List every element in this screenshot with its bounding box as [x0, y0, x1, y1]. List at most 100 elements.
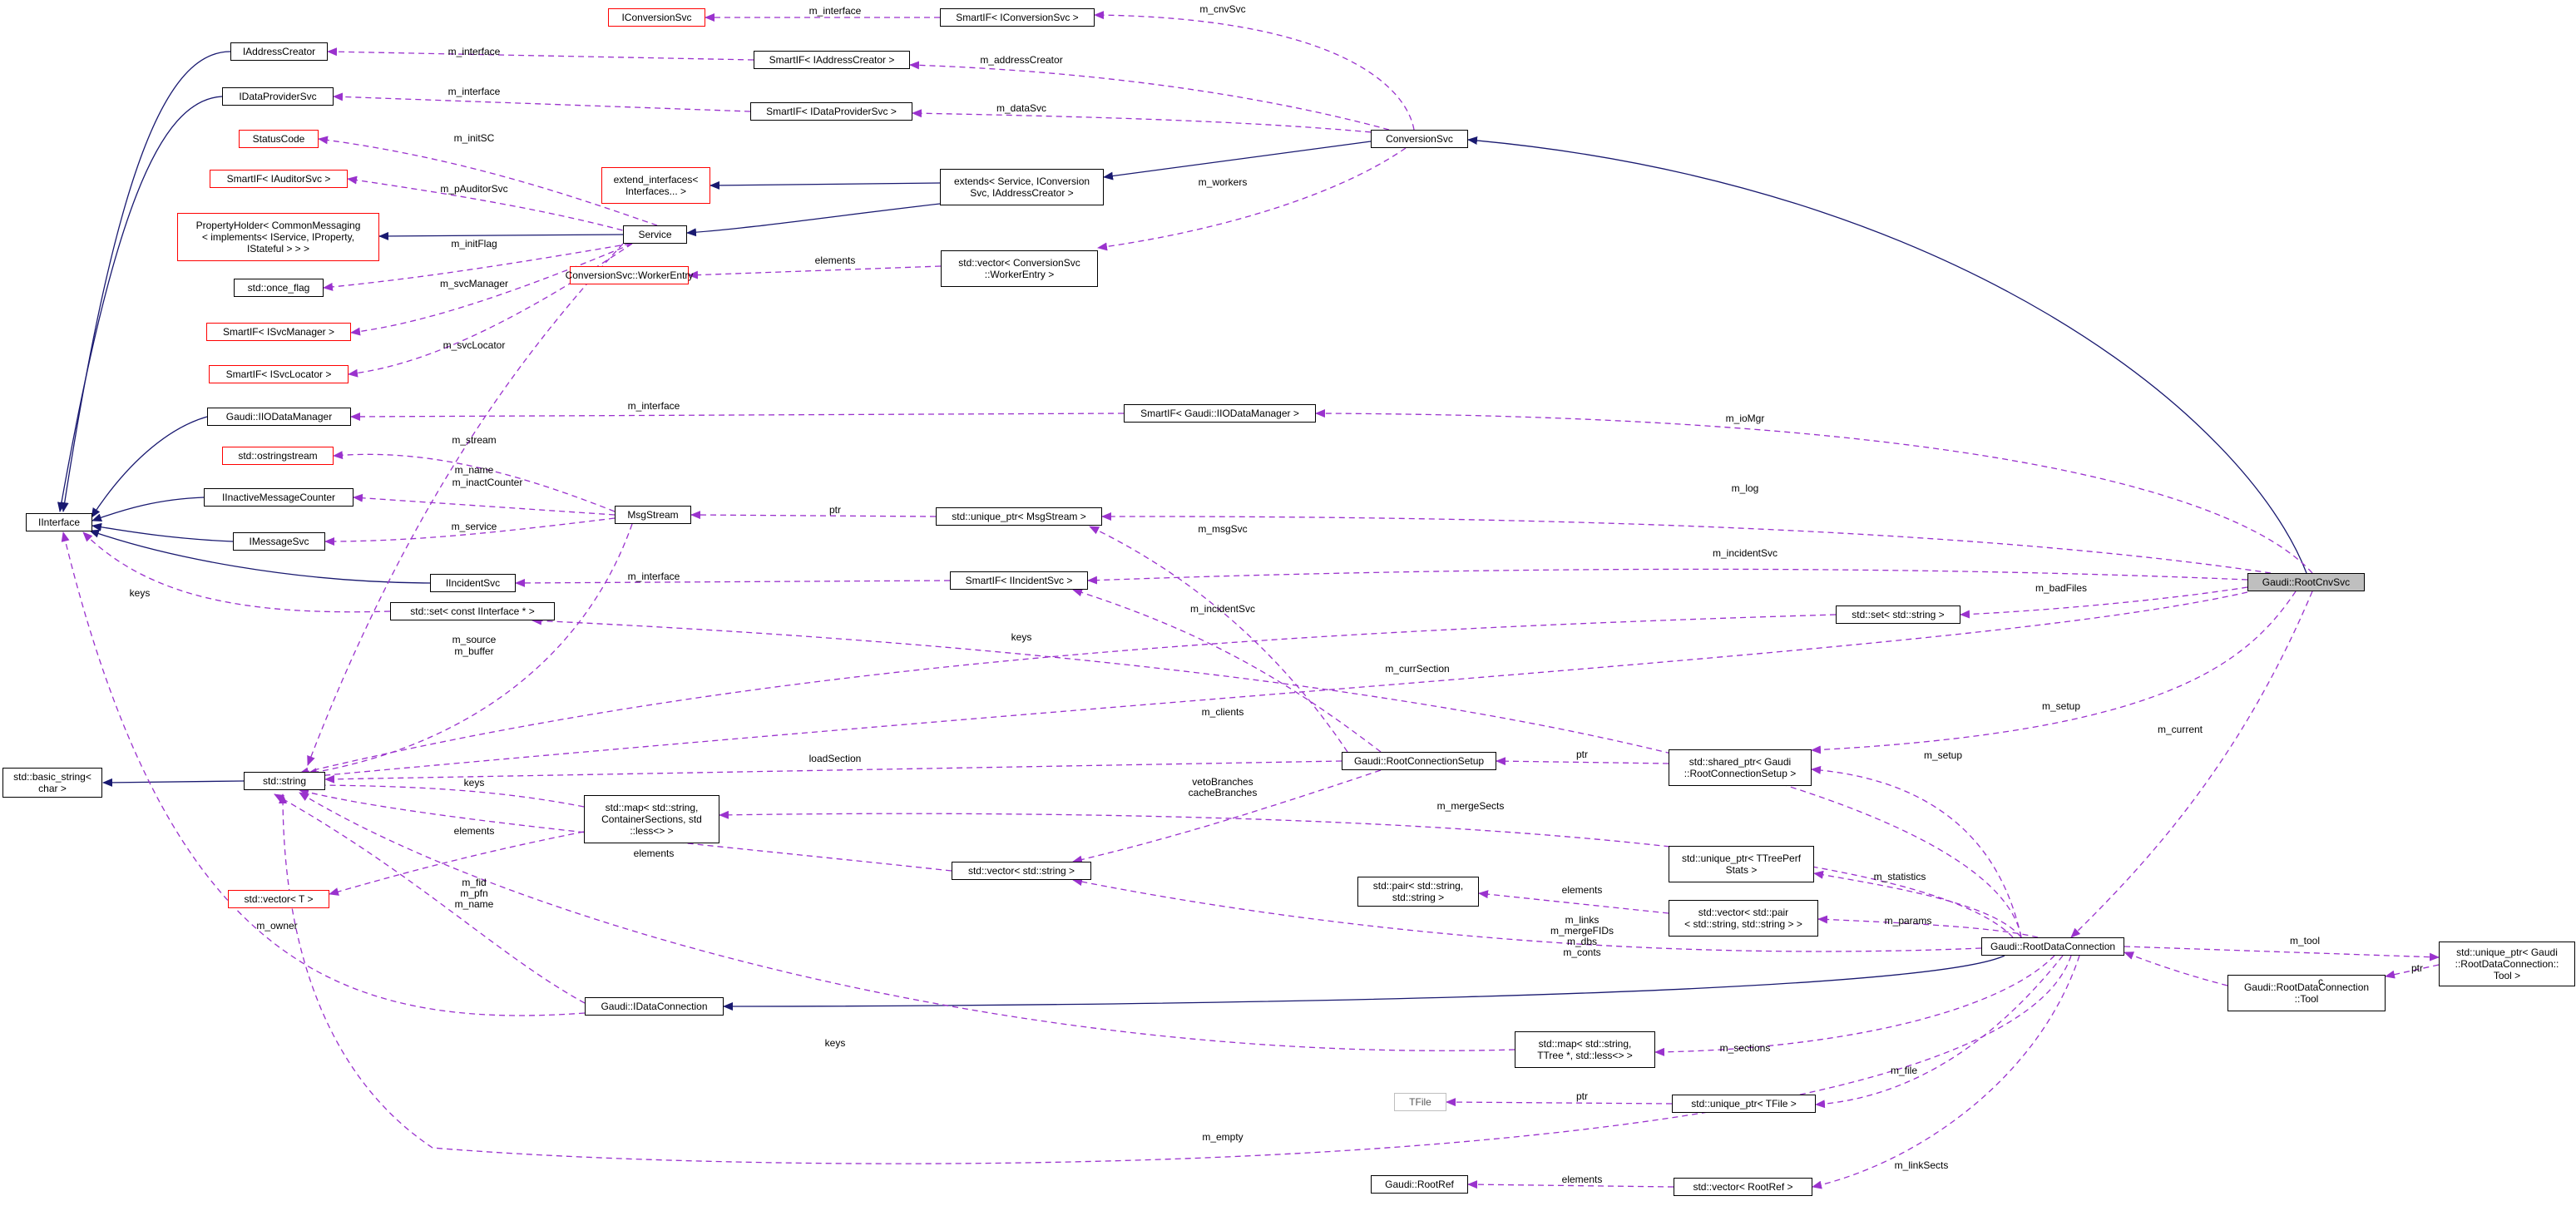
usage-edge — [347, 175, 633, 234]
class-node-smartif-idataprovidersvc[interactable]: SmartIF< IDataProviderSvc > — [750, 102, 912, 121]
edge-label-keys-2: keys — [1011, 631, 1032, 643]
class-node-iconversionsvc[interactable]: IConversionSvc — [608, 8, 705, 27]
class-node-iinactivemessagecounter[interactable]: IInactiveMessageCounter — [204, 488, 354, 507]
class-node-label-line: Gaudi::IDataConnection — [601, 1001, 708, 1012]
class-node-vector-pair[interactable]: std::vector< std::pair< std::string, std… — [1669, 900, 1818, 937]
class-node-label-line: ContainerSections, std — [601, 813, 702, 825]
class-node-label-line: ::WorkerEntry > — [984, 269, 1055, 280]
class-node-label-line: SmartIF< ISvcManager > — [222, 326, 335, 338]
edge-label-keys-3: keys — [463, 777, 485, 788]
usage-edge — [515, 578, 951, 587]
class-node-label-line: extend_interfaces< — [613, 174, 699, 185]
class-node-rootref[interactable]: Gaudi::RootRef — [1371, 1175, 1468, 1194]
usage-edge — [1654, 955, 2055, 1056]
edge-label-keys-4: keys — [824, 1037, 846, 1049]
class-node-label-line: MsgStream — [627, 509, 679, 521]
usage-edge — [1811, 765, 2022, 938]
class-node-vector-rootref[interactable]: std::vector< RootRef > — [1674, 1178, 1812, 1196]
usage-edge — [2124, 951, 2228, 986]
class-node-label-line: IAddressCreator — [242, 46, 316, 57]
class-node-service[interactable]: Service — [623, 225, 687, 244]
class-node-tfile[interactable]: TFile — [1394, 1093, 1446, 1111]
class-node-label-line: < std::string, std::string > > — [1684, 918, 1802, 930]
edge-label-m-interface-2: m_interface — [447, 46, 501, 57]
class-node-tool[interactable]: Gaudi::RootDataConnection::Tool — [2227, 975, 2386, 1011]
class-node-label-line: ::RootDataConnection:: — [2455, 958, 2559, 970]
class-node-propertyholder[interactable]: PropertyHolder< CommonMessaging< impleme… — [177, 213, 379, 261]
class-node-basic-string[interactable]: std::basic_string<char > — [2, 768, 102, 798]
class-node-vector-string[interactable]: std::vector< std::string > — [952, 862, 1091, 880]
edge-label-m-name: m_name — [454, 464, 494, 476]
edge-label-m-statistics: m_statistics — [1873, 871, 1926, 882]
class-node-vector-workerentry[interactable]: std::vector< ConversionSvc::WorkerEntry … — [941, 250, 1098, 287]
class-node-std-string[interactable]: std::string — [244, 772, 325, 790]
usage-edge — [532, 616, 2022, 938]
edge-label-loadSection: loadSection — [808, 753, 862, 764]
class-node-set-iinterface[interactable]: std::set< const IInterface * > — [390, 602, 555, 620]
edge-label-m-tool: m_tool — [2289, 935, 2321, 947]
class-node-smartif-iaddresscreator[interactable]: SmartIF< IAddressCreator > — [754, 51, 910, 69]
class-node-conversionsvc[interactable]: ConversionSvc — [1371, 130, 1468, 148]
class-node-shared-ptr-rcs[interactable]: std::shared_ptr< Gaudi::RootConnectionSe… — [1669, 749, 1812, 786]
class-node-smartif-iiodatamanager[interactable]: SmartIF< Gaudi::IIODataManager > — [1124, 404, 1316, 423]
class-node-ostringstream[interactable]: std::ostringstream — [222, 447, 334, 465]
class-node-label-line: IStateful > > > — [246, 243, 310, 255]
class-node-iinterface[interactable]: IInterface — [26, 513, 92, 531]
class-node-smartif-isvcmanager[interactable]: SmartIF< ISvcManager > — [206, 323, 351, 341]
class-node-label-line: Interfaces... > — [625, 185, 687, 197]
class-node-map-ttree[interactable]: std::map< std::string,TTree *, std::less… — [1515, 1031, 1655, 1068]
class-node-rootdataconnection[interactable]: Gaudi::RootDataConnection — [1981, 937, 2124, 956]
usage-edge — [1446, 1098, 1673, 1107]
edge-label-m-owner: m_owner — [256, 920, 298, 932]
class-node-iiodatamanager[interactable]: Gaudi::IIODataManager — [207, 408, 351, 426]
class-node-statuscode[interactable]: StatusCode — [239, 130, 319, 148]
class-node-smartif-iauditorsvc[interactable]: SmartIF< IAuditorSvc > — [210, 170, 348, 188]
usage-edge — [1087, 568, 2248, 585]
edge-label-m-svcManager: m_svcManager — [439, 278, 509, 289]
class-node-iaddresscreator[interactable]: IAddressCreator — [230, 42, 328, 61]
edge-label-m-incidentSvc-2: m_incidentSvc — [1189, 603, 1256, 615]
class-node-label-line: Stats > — [1725, 864, 1758, 876]
edge-label-elements-5: elements — [1561, 1174, 1603, 1185]
class-node-pair-string[interactable]: std::pair< std::string,std::string > — [1357, 877, 1479, 907]
class-node-unique-ptr-tool[interactable]: std::unique_ptr< Gaudi::RootDataConnecti… — [2439, 942, 2575, 986]
usage-edge — [1467, 1180, 1674, 1189]
class-node-iincidentsvc[interactable]: IIncidentSvc — [430, 574, 516, 592]
class-node-smartif-isvclocator[interactable]: SmartIF< ISvcLocator > — [209, 365, 349, 383]
inheritance-edge — [89, 529, 431, 584]
class-node-label-line: char > — [38, 783, 67, 794]
class-node-rootconnectionsetup[interactable]: Gaudi::RootConnectionSetup — [1342, 752, 1496, 770]
class-node-label-line: ConversionSvc::WorkerEntry — [565, 269, 694, 281]
inheritance-edge — [686, 203, 941, 237]
usage-edge — [299, 788, 952, 872]
class-node-label-line: Gaudi::RootDataConnection — [1990, 941, 2116, 952]
class-node-unique-ptr-msgstream[interactable]: std::unique_ptr< MsgStream > — [936, 507, 1102, 526]
class-node-idataconnection[interactable]: Gaudi::IDataConnection — [585, 997, 724, 1016]
usage-edge — [1315, 409, 2313, 574]
edge-label-elements-1: elements — [814, 255, 856, 266]
class-node-unique-ptr-tfile[interactable]: std::unique_ptr< TFile > — [1672, 1095, 1816, 1113]
class-node-imessagesvc[interactable]: IMessageSvc — [233, 532, 325, 551]
class-node-set-string[interactable]: std::set< std::string > — [1836, 605, 1960, 624]
class-node-smartif-iconversionsvc[interactable]: SmartIF< IConversionSvc > — [940, 8, 1095, 27]
class-node-extend-interfaces[interactable]: extend_interfaces<Interfaces... > — [601, 167, 710, 204]
class-node-idataprovidersvc[interactable]: IDataProviderSvc — [222, 87, 334, 106]
class-node-rootcnvsvc[interactable]: Gaudi::RootCnvSvc — [2247, 573, 2365, 591]
class-node-vector-t[interactable]: std::vector< T > — [228, 890, 329, 908]
class-node-label-line: TFile — [1409, 1096, 1431, 1108]
edge-label-m-currSection: m_currSection — [1385, 663, 1450, 675]
class-node-label-line: Gaudi::RootRef — [1385, 1179, 1454, 1190]
edge-label-m-initSC: m_initSC — [453, 132, 495, 144]
class-node-std-once-flag[interactable]: std::once_flag — [234, 279, 324, 297]
class-node-label-line: SmartIF< Gaudi::IIODataManager > — [1140, 408, 1299, 419]
edge-label-m-fid: m_fid — [462, 877, 487, 888]
class-node-map-containersections[interactable]: std::map< std::string,ContainerSections,… — [584, 795, 719, 843]
class-node-msgstream[interactable]: MsgStream — [615, 506, 691, 524]
class-node-label-line: SmartIF< IAuditorSvc > — [226, 173, 331, 185]
class-node-workerentry[interactable]: ConversionSvc::WorkerEntry — [566, 266, 693, 284]
class-node-smartif-iincidentsvc[interactable]: SmartIF< IIncidentSvc > — [950, 571, 1088, 590]
edge-label-keys-1: keys — [129, 587, 151, 599]
usage-edge — [1072, 877, 1982, 952]
